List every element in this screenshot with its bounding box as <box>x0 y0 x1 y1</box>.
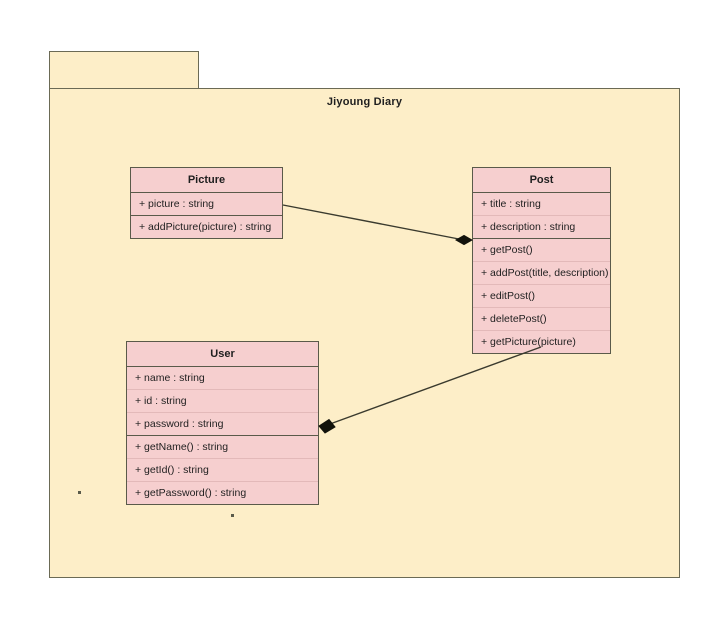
class-operations-post: + getPost() + addPost(title, description… <box>473 238 610 353</box>
class-operations-user: + getName() : string + getId() : string … <box>127 435 318 504</box>
class-member: + id : string <box>127 389 318 412</box>
class-member: + title : string <box>481 198 541 210</box>
class-attributes-post: + title : string + description : string <box>473 193 610 238</box>
class-member: + deletePost() <box>473 307 610 330</box>
class-name-post: Post <box>473 168 610 193</box>
class-member: + getId() : string <box>127 458 318 481</box>
class-member: + getPassword() : string <box>127 481 318 504</box>
stray-dot-mark <box>78 491 81 494</box>
class-name-user: User <box>127 342 318 367</box>
class-member: + addPicture(picture) : string <box>139 221 272 233</box>
class-box-user[interactable]: User + name : string + id : string + pas… <box>126 341 319 505</box>
class-attributes-user: + name : string + id : string + password… <box>127 367 318 435</box>
package-tab <box>49 51 199 88</box>
class-operations-picture: + addPicture(picture) : string <box>131 215 282 238</box>
class-member: + picture : string <box>139 198 214 210</box>
class-member: + editPost() <box>473 284 610 307</box>
stray-dot-mark <box>231 514 234 517</box>
class-member: + getPost() <box>481 244 533 256</box>
class-name-picture: Picture <box>131 168 282 193</box>
class-member: + description : string <box>473 215 610 238</box>
class-member: + name : string <box>135 372 205 384</box>
class-member: + getPicture(picture) <box>473 330 610 353</box>
class-box-picture[interactable]: Picture + picture : string + addPicture(… <box>130 167 283 239</box>
class-attributes-picture: + picture : string <box>131 193 282 215</box>
class-member: + addPost(title, description) <box>473 261 610 284</box>
class-member: + password : string <box>127 412 318 435</box>
class-member: + getName() : string <box>135 441 229 453</box>
package-title: Jiyoung Diary <box>326 96 403 108</box>
class-box-post[interactable]: Post + title : string + description : st… <box>472 167 611 354</box>
